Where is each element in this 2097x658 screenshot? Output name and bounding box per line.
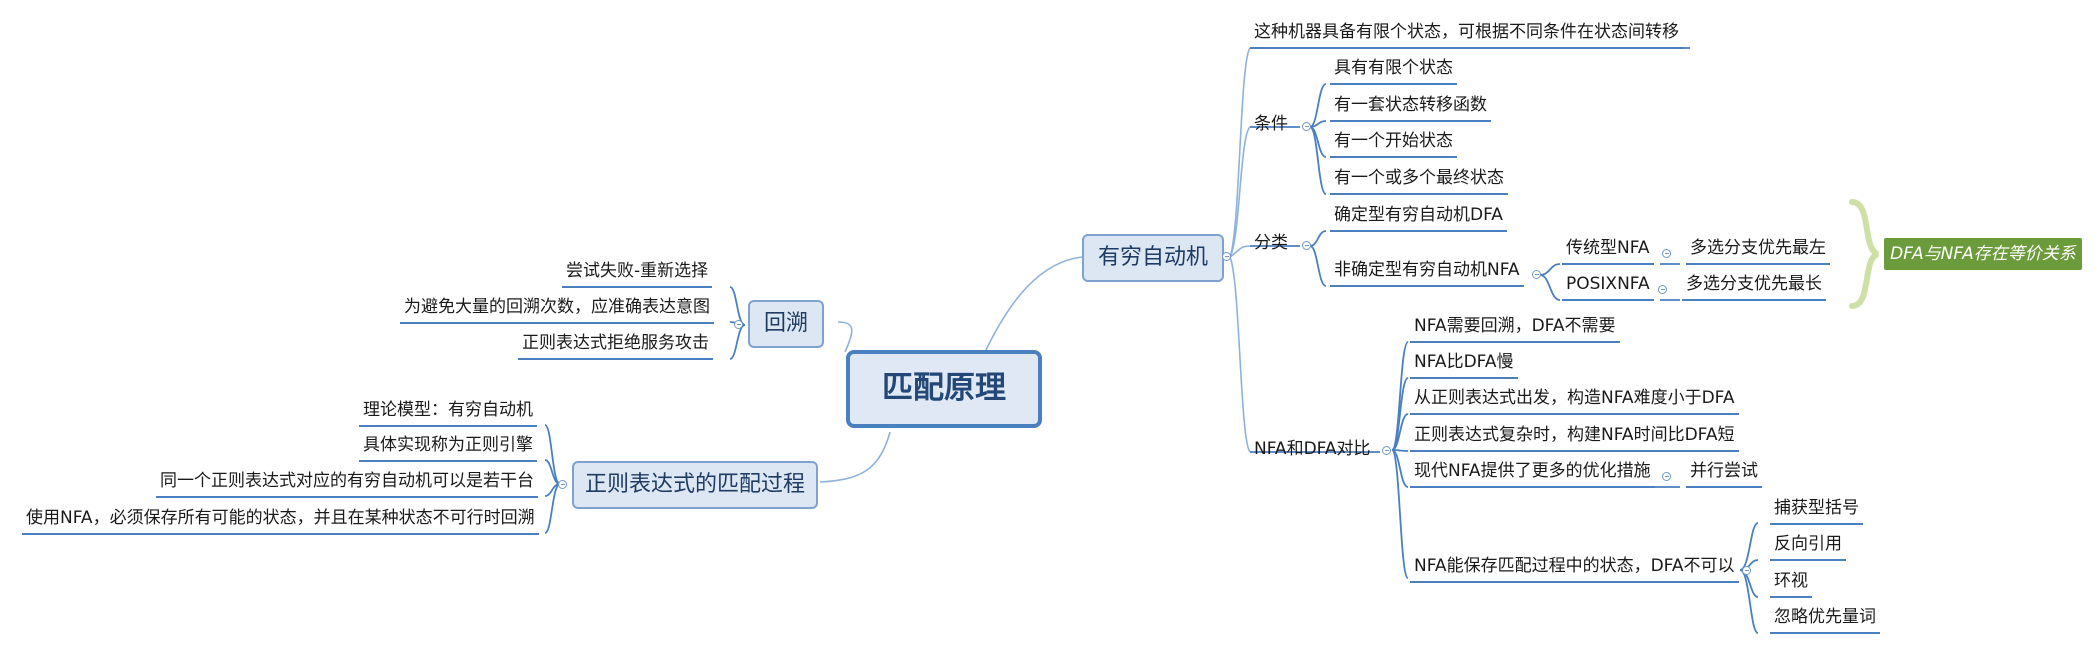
collapse-toggle-process[interactable] bbox=[558, 480, 567, 489]
condition-item: 有一套状态转移函数 bbox=[1330, 94, 1491, 122]
parallel-try: 并行尝试 bbox=[1686, 460, 1762, 488]
backtrack-item: 尝试失败-重新选择 bbox=[562, 260, 713, 288]
state-item: 环视 bbox=[1770, 570, 1812, 598]
state-item: 反向引用 bbox=[1770, 533, 1846, 561]
collapse-toggle-comparison[interactable] bbox=[1382, 446, 1391, 455]
state-item: 捕获型括号 bbox=[1770, 497, 1863, 525]
collapse-toggle-traditional[interactable] bbox=[1662, 249, 1671, 258]
topic-backtracking[interactable]: 回溯 bbox=[748, 300, 824, 348]
posix-nfa[interactable]: POSIXNFA bbox=[1562, 273, 1654, 301]
comparison-item: NFA需要回溯，DFA不需要 bbox=[1410, 315, 1620, 343]
backtrack-item: 为避免大量的回溯次数，应准确表达意图 bbox=[400, 296, 714, 324]
collapse-toggle-conditions[interactable] bbox=[1302, 122, 1311, 131]
dfa-item: 确定型有穷自动机DFA bbox=[1330, 204, 1507, 232]
condition-item: 具有有限个状态 bbox=[1330, 57, 1457, 85]
brace-shape bbox=[1849, 199, 1880, 309]
collapse-toggle-state[interactable] bbox=[1742, 566, 1751, 575]
topic-finite-automaton[interactable]: 有穷自动机 bbox=[1082, 234, 1224, 282]
root-topic[interactable]: 匹配原理 bbox=[846, 350, 1042, 428]
leftmost-rule: 多选分支优先最左 bbox=[1686, 237, 1830, 265]
longest-rule: 多选分支优先最长 bbox=[1682, 273, 1826, 301]
fa-description: 这种机器具备有限个状态，可根据不同条件在状态间转移 bbox=[1250, 21, 1683, 49]
classification-label[interactable]: 分类 bbox=[1254, 233, 1288, 253]
process-item: 理论模型：有穷自动机 bbox=[359, 399, 537, 427]
process-item: 同一个正则表达式对应的有穷自动机可以是若干台 bbox=[156, 470, 538, 498]
conditions-label[interactable]: 条件 bbox=[1254, 114, 1288, 134]
comparison-item[interactable]: NFA能保存匹配过程中的状态，DFA不可以 bbox=[1410, 555, 1739, 583]
collapse-toggle-posix[interactable] bbox=[1658, 285, 1667, 294]
process-item: 使用NFA，必须保存所有可能的状态，并且在某种状态不可行时回溯 bbox=[22, 507, 539, 535]
comparison-item: 正则表达式复杂时，构建NFA时间比DFA短 bbox=[1410, 424, 1739, 452]
state-item: 忽略优先量词 bbox=[1770, 606, 1880, 634]
collapse-toggle-nfa[interactable] bbox=[1532, 270, 1541, 279]
collapse-toggle-classification[interactable] bbox=[1302, 241, 1311, 250]
comparison-label[interactable]: NFA和DFA对比 bbox=[1254, 439, 1371, 459]
condition-item: 有一个或多个最终状态 bbox=[1330, 167, 1508, 195]
topic-matching-process[interactable]: 正则表达式的匹配过程 bbox=[572, 461, 818, 509]
condition-item: 有一个开始状态 bbox=[1330, 130, 1457, 158]
comparison-item: NFA比DFA慢 bbox=[1410, 351, 1518, 379]
nfa-item[interactable]: 非确定型有穷自动机NFA bbox=[1330, 259, 1524, 287]
equivalence-callout[interactable]: DFA与NFA存在等价关系 bbox=[1884, 238, 2082, 270]
collapse-toggle-fa[interactable] bbox=[1222, 252, 1231, 261]
comparison-item: 从正则表达式出发，构造NFA难度小于DFA bbox=[1410, 387, 1739, 415]
comparison-item[interactable]: 现代NFA提供了更多的优化措施 bbox=[1410, 460, 1655, 488]
process-item: 具体实现称为正则引擎 bbox=[359, 434, 537, 462]
collapse-toggle-backtracking[interactable] bbox=[734, 320, 743, 329]
traditional-nfa[interactable]: 传统型NFA bbox=[1562, 237, 1654, 265]
collapse-toggle-optimize[interactable] bbox=[1662, 472, 1671, 481]
backtrack-item: 正则表达式拒绝服务攻击 bbox=[518, 332, 713, 360]
